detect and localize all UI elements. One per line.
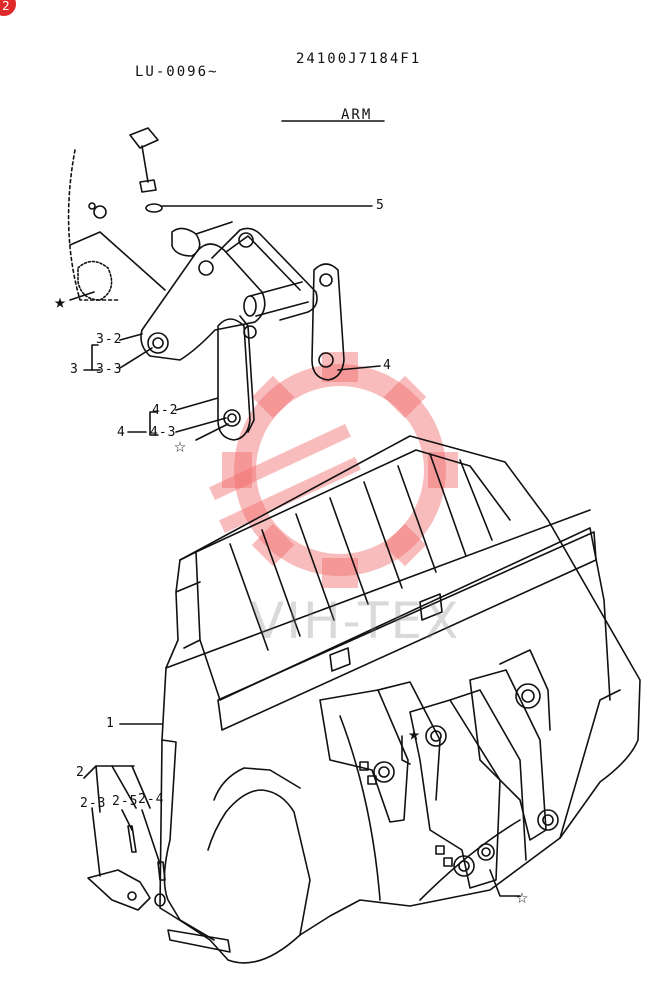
label-part-3: 3 <box>70 362 79 377</box>
label-part-3-2: 3-2 <box>96 332 123 347</box>
page-number-badge: 2 <box>0 0 16 16</box>
open-star-icon: ☆ <box>174 433 188 457</box>
label-part-2-5: 2-5 <box>112 794 139 809</box>
label-part-2-4: 2-4 <box>138 792 165 807</box>
label-part-4-right: 4 <box>383 358 392 373</box>
serial-range-label: LU-0096~ <box>135 64 219 80</box>
part-code-label: 24100J7184F1 <box>296 51 422 67</box>
open-star-icon-bucket: ☆ <box>516 884 530 908</box>
label-part-4-left: 4 <box>117 425 126 440</box>
filled-star-icon-bucket: ★ <box>408 721 422 745</box>
label-part-1: 1 <box>106 716 115 731</box>
filled-star-icon: ★ <box>54 289 68 313</box>
label-part-3-3: 3-3 <box>96 362 123 377</box>
label-part-4-2: 4-2 <box>152 403 179 418</box>
label-part-5: 5 <box>376 198 385 213</box>
label-part-4-3: 4-3 <box>150 425 177 440</box>
label-part-2: 2 <box>76 765 85 780</box>
label-part-2-3: 2-3 <box>80 796 107 811</box>
section-title: ARM <box>341 107 373 123</box>
watermark-text: VIH-TEX <box>250 592 461 650</box>
